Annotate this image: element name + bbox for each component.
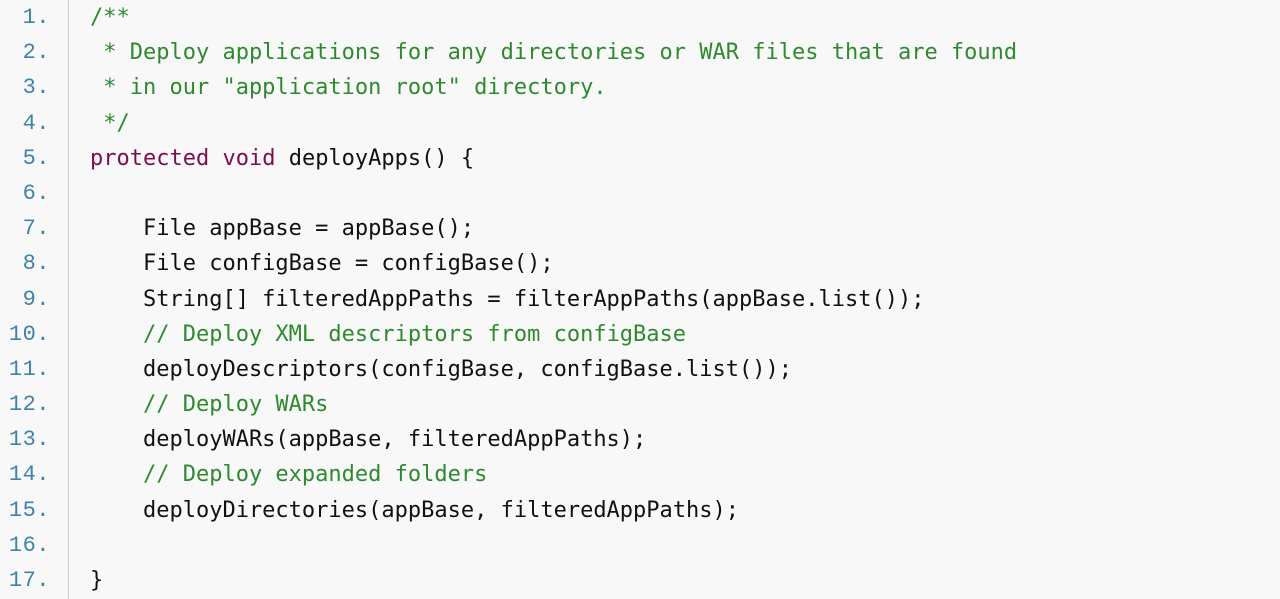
plain-token: String[] filteredAppPaths = filterAppPat…	[90, 286, 925, 312]
line-number: 15.	[8, 497, 50, 523]
plain-token: File configBase = configBase();	[90, 251, 554, 277]
plain-token: }	[90, 568, 104, 593]
code-line: 2. * Deploy applications for any directo…	[0, 35, 1280, 70]
line-number: 10.	[8, 321, 50, 347]
code-line: 9. String[] filteredAppPaths = filterApp…	[0, 282, 1280, 317]
code-line: 4. */	[0, 106, 1280, 141]
line-number: 1.	[22, 5, 50, 30]
plain-token	[90, 392, 143, 417]
code-line: 15. deployDirectories(appBase, filteredA…	[0, 493, 1280, 528]
code-text: * in our "application root" directory.	[90, 70, 607, 105]
code-text: */	[90, 106, 130, 141]
comment-token: // Deploy WARs	[142, 392, 329, 418]
code-text: File configBase = configBase();	[90, 246, 554, 281]
comment-token: * in our "application root" directory.	[90, 75, 607, 101]
line-number: 9.	[22, 286, 50, 312]
line-number-gutter	[0, 0, 69, 599]
code-line: 12. // Deploy WARs	[0, 387, 1280, 422]
code-line: 6.	[0, 176, 1280, 211]
line-number: 4.	[22, 110, 50, 136]
line-number: 3.	[22, 75, 50, 101]
code-text: File appBase = appBase();	[90, 211, 474, 246]
comment-token: /**	[90, 5, 130, 30]
code-text: // Deploy expanded folders	[90, 457, 487, 492]
plain-token: deployApps() {	[275, 145, 475, 171]
plain-token	[90, 322, 143, 347]
keyword-token: protected	[90, 145, 210, 171]
line-number: 2.	[22, 40, 50, 66]
code-text: }	[90, 563, 103, 598]
line-number: 7.	[22, 216, 50, 242]
code-line: 8. File configBase = configBase();	[0, 246, 1280, 281]
line-number: 8.	[22, 251, 50, 277]
code-text: /**	[90, 0, 130, 35]
code-line: 1. /**	[0, 0, 1280, 35]
line-number: 13.	[8, 427, 50, 453]
code-line: 11. deployDescriptors(configBase, config…	[0, 352, 1280, 387]
code-text: * Deploy applications for any directorie…	[90, 35, 1017, 70]
comment-token: */	[90, 110, 130, 136]
plain-token: deployDirectories(appBase, filteredAppPa…	[90, 497, 740, 523]
line-number: 11.	[8, 356, 50, 382]
keyword-token: void	[222, 145, 276, 171]
code-line: 16.	[0, 528, 1280, 563]
code-text: String[] filteredAppPaths = filterAppPat…	[90, 282, 924, 317]
line-number: 12.	[8, 392, 50, 418]
comment-token: // Deploy expanded folders	[142, 462, 488, 488]
code-line: 5. protected void deployApps() {	[0, 141, 1280, 176]
comment-token: // Deploy XML descriptors from configBas…	[142, 321, 687, 347]
code-text: deployDescriptors(configBase, configBase…	[90, 352, 792, 387]
plain-token: deployWARs(appBase, filteredAppPaths);	[90, 427, 647, 453]
code-line: 7. File appBase = appBase();	[0, 211, 1280, 246]
code-line: 14. // Deploy expanded folders	[0, 457, 1280, 492]
code-line: 10. // Deploy XML descriptors from confi…	[0, 317, 1280, 352]
line-number: 17.	[8, 568, 50, 593]
plain-token: deployDescriptors(configBase, configBase…	[90, 356, 792, 382]
line-number: 14.	[8, 462, 50, 488]
code-text: deployWARs(appBase, filteredAppPaths);	[90, 422, 646, 457]
code-text: // Deploy WARs	[90, 387, 328, 422]
comment-token: * Deploy applications for any directorie…	[90, 40, 1018, 66]
line-number: 6.	[22, 180, 50, 206]
code-line: 13. deployWARs(appBase, filteredAppPaths…	[0, 422, 1280, 457]
code-text: deployDirectories(appBase, filteredAppPa…	[90, 493, 739, 528]
code-line: 17.}	[0, 563, 1280, 598]
plain-token: File appBase = appBase();	[90, 216, 475, 242]
code-text: protected void deployApps() {	[90, 141, 474, 176]
code-text: // Deploy XML descriptors from configBas…	[90, 317, 686, 352]
line-number: 5.	[22, 145, 50, 171]
plain-token	[90, 462, 143, 487]
code-line: 3. * in our "application root" directory…	[0, 70, 1280, 105]
plain-token	[209, 146, 222, 171]
line-number: 16.	[8, 532, 50, 558]
